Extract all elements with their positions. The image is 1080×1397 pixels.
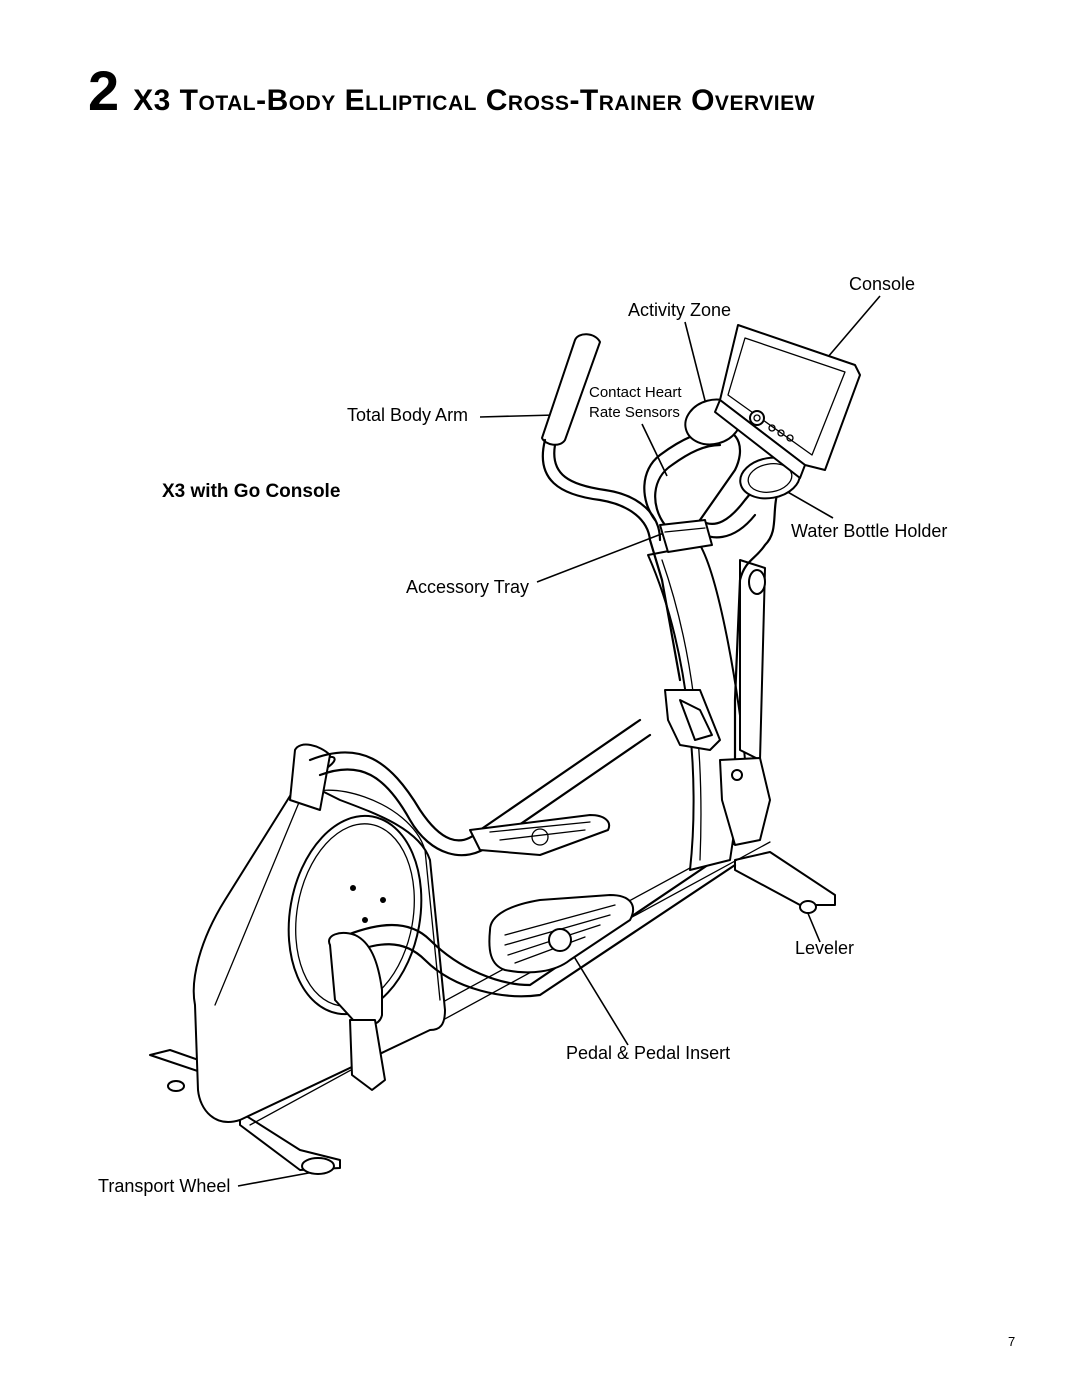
page-number: 7 <box>1008 1334 1016 1349</box>
label-accessory-tray: Accessory Tray <box>406 577 530 597</box>
label-leveler: Leveler <box>795 938 855 958</box>
rear-housing <box>192 743 446 1123</box>
label-pedal-and-pedal-insert: Pedal & Pedal Insert <box>566 1043 731 1063</box>
label-total-body-arm: Total Body Arm <box>347 405 469 425</box>
far-pedal-arm <box>308 718 652 857</box>
label-water-bottle-holder: Water Bottle Holder <box>791 521 948 541</box>
section-heading: 2 X3 Total-Body Elliptical Cross-Trainer … <box>88 58 815 123</box>
section-number: 2 <box>88 59 120 122</box>
console-unit <box>714 324 861 479</box>
page-title: X3 Total-Body Elliptical Cross-Trainer O… <box>133 84 815 117</box>
near-pedal-arm <box>328 848 737 1091</box>
label-console: Console <box>849 274 916 294</box>
handlebar-assembly <box>643 398 801 553</box>
label-activity-zone: Activity Zone <box>628 300 732 320</box>
far-total-body-arm <box>541 333 721 751</box>
figure-subheading: X3 with Go Console <box>162 481 341 502</box>
label-transport-wheel: Transport Wheel <box>98 1176 231 1196</box>
label-contact-heart-rate-sensors: Contact Heart Rate Sensors <box>589 384 682 421</box>
